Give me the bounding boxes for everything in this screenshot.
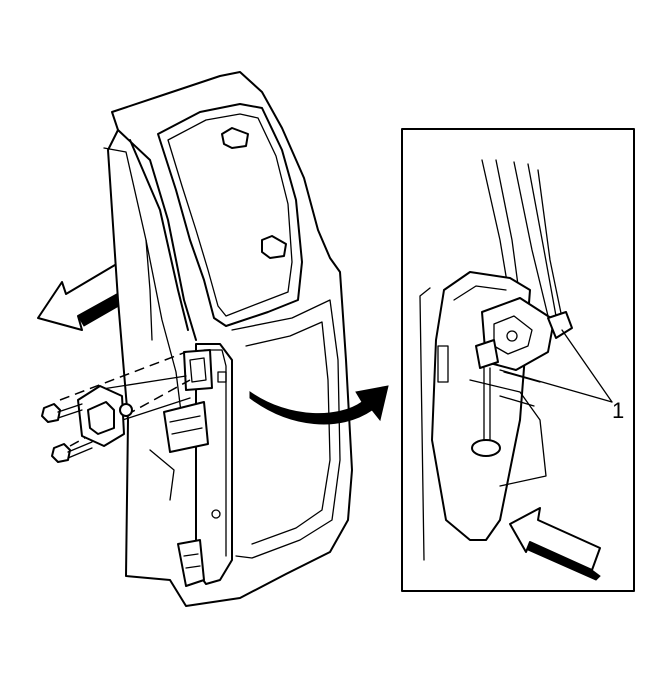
leader-line: [561, 329, 613, 403]
direction-arrow-detail: [509, 507, 601, 581]
rear-door-panel: [103, 71, 353, 607]
striker-assembly: [41, 351, 191, 463]
detail-pointer-arrow: [249, 385, 389, 425]
callout-label-1: 1: [612, 398, 624, 423]
detail-inset: 1: [401, 128, 635, 592]
leader-line: [499, 369, 613, 403]
